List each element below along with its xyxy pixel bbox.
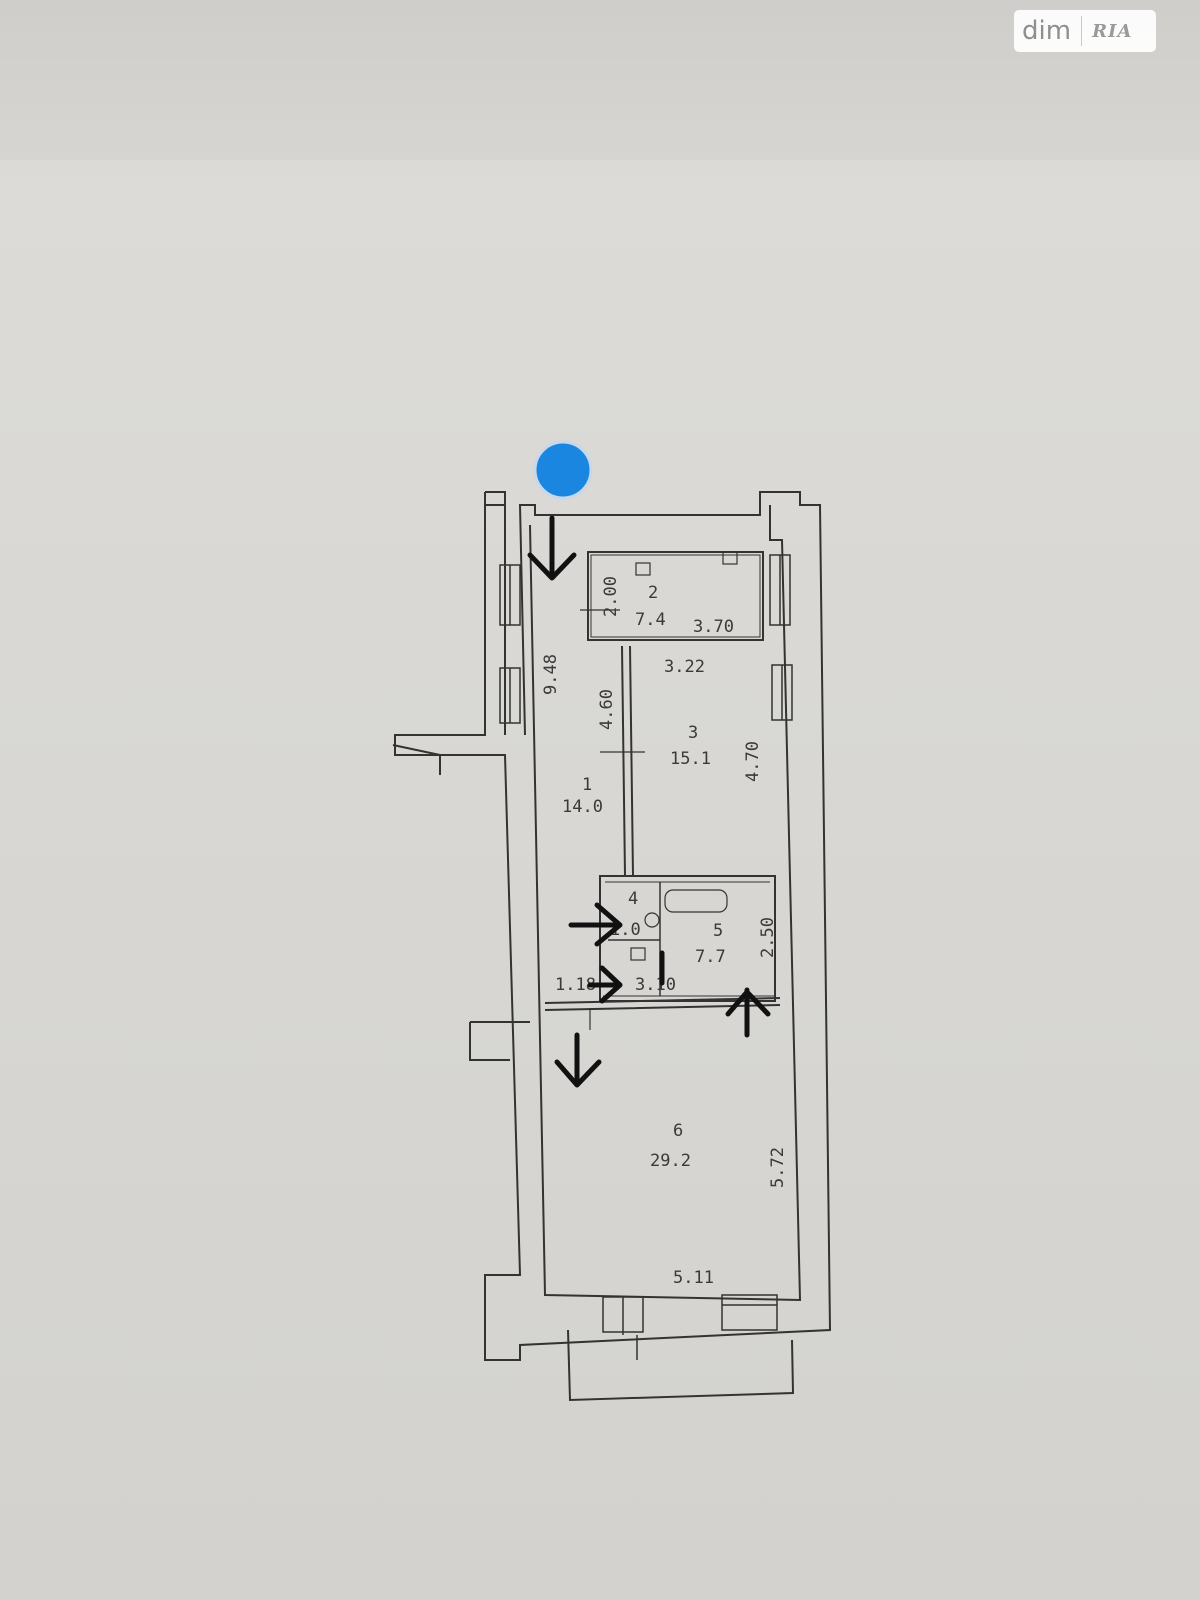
sink-fixture	[722, 551, 738, 565]
location-marker	[533, 440, 593, 500]
room-5-area: 7.7	[695, 947, 726, 967]
dimension-5-11: 5.11	[673, 1268, 714, 1288]
basin-fixture	[644, 912, 660, 928]
room-1-area: 14.0	[562, 797, 603, 817]
arrow-right-bath-icon	[568, 902, 623, 947]
dim-ria-watermark: dim RIA	[1014, 10, 1156, 52]
room-6-number: 6	[673, 1121, 683, 1141]
dimension-3-10: 3.10	[635, 975, 676, 995]
ria-logo: RIA	[1092, 20, 1133, 42]
room-2-walls	[587, 551, 764, 641]
dimension-2-00: 2.00	[601, 576, 621, 617]
window-left-mid	[499, 667, 521, 724]
room-5-number: 5	[713, 921, 723, 941]
window-bottom	[602, 1294, 778, 1335]
room-4-number: 4	[628, 889, 638, 909]
dimension-2-50: 2.50	[758, 917, 778, 958]
stove-fixture	[635, 562, 651, 576]
dimension-3-22: 3.22	[664, 657, 705, 677]
wall-room-1-3	[621, 645, 634, 877]
window-left-top	[499, 564, 521, 626]
bathtub	[664, 889, 728, 913]
dimension-ticks	[580, 609, 645, 1030]
room-1-number: 1	[582, 775, 592, 795]
window-right-top	[769, 554, 791, 626]
dimension-9-48: 9.48	[541, 654, 561, 695]
toilet-fixture	[630, 947, 646, 961]
dimension-5-72: 5.72	[768, 1147, 788, 1188]
window-right-mid	[771, 664, 793, 721]
left-ledge	[392, 744, 530, 1061]
dimension-4-70: 4.70	[743, 741, 763, 782]
paper-background	[0, 0, 1200, 160]
dimension-4-60: 4.60	[597, 689, 617, 730]
room-3-number: 3	[688, 723, 698, 743]
room-6-area: 29.2	[650, 1151, 691, 1171]
dimension-1-18: 1.18	[555, 975, 596, 995]
arrow-up-right-icon	[725, 987, 771, 1038]
arrow-down-living-icon	[554, 1032, 602, 1088]
room-3-area: 15.1	[670, 749, 711, 769]
watermark-divider	[1081, 16, 1083, 46]
watermark-brand: dim	[1022, 16, 1072, 46]
room-2-number: 2	[648, 583, 658, 603]
dimension-3-70: 3.70	[693, 617, 734, 637]
arrow-right-toilet-icon	[587, 965, 623, 1004]
balcony	[567, 1329, 795, 1402]
entry-arrow-icon	[527, 515, 577, 581]
outer-wall-left	[394, 491, 832, 1361]
room-2-area: 7.4	[635, 610, 666, 630]
inner-wall-left	[504, 505, 802, 1302]
